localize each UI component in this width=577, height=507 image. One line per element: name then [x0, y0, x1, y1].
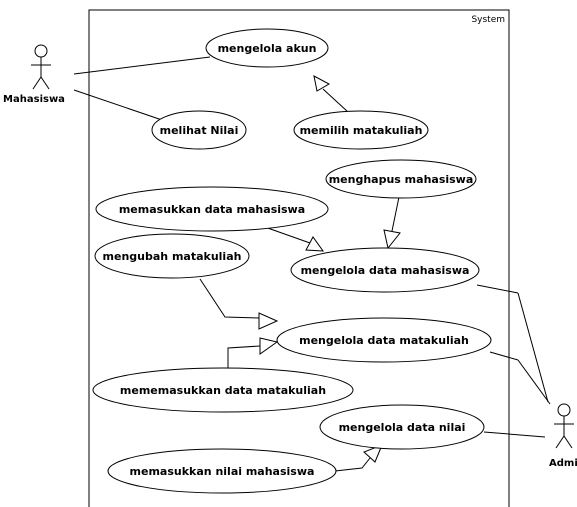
system-label: System [471, 15, 505, 25]
usecase-mengubah-matakuliah-label: mengubah matakuliah [103, 250, 242, 263]
assoc-admin-mengelola-data-nilai [483, 431, 546, 438]
usecase-memasukkan-nilai-mahasiswa-ellipse[interactable] [107, 448, 337, 494]
usecase-menghapus-mahasiswa[interactable]: menghapus mahasiswa [325, 159, 477, 199]
usecase-mengubah-matakuliah[interactable]: mengubah matakuliah [94, 233, 250, 279]
gen-mengubah-matakuliah-arrow [258, 312, 279, 330]
gen-memasukkan-nilai-mahasiswa-arrow [363, 444, 383, 463]
assoc-admin-mengelola-data-matakuliah [489, 351, 519, 361]
usecase-mememasukkan-data-matakuliah[interactable]: mememasukkan data matakuliah [92, 367, 354, 413]
usecase-mengelola-akun-ellipse[interactable] [205, 28, 329, 68]
usecase-mengelola-data-nilai-label: mengelola data nilai [339, 421, 466, 434]
usecase-mengelola-akun[interactable]: mengelola akun [205, 28, 329, 68]
usecase-mengubah-matakuliah-ellipse[interactable] [94, 233, 250, 279]
usecase-mengelola-data-nilai-ellipse[interactable] [319, 404, 485, 450]
usecase-memasukkan-data-mahasiswa[interactable]: memasukkan data mahasiswa [95, 186, 329, 232]
gen-memilih-matakuliah-arrow [313, 75, 331, 92]
system-boundary [88, 9, 510, 507]
usecase-mengelola-data-matakuliah[interactable]: mengelola data matakuliah [276, 317, 492, 363]
usecase-mengelola-data-nilai[interactable]: mengelola data nilai [319, 404, 485, 450]
assoc-admin-mengelola-data-matakuliah-2 [517, 359, 551, 405]
usecase-memilih-matakuliah-ellipse[interactable] [293, 110, 429, 150]
gen-memasukkan-data-mahasiswa-arrow [305, 236, 325, 252]
usecase-memilih-matakuliah[interactable]: memilih matakuliah [293, 110, 429, 150]
usecase-mengelola-data-matakuliah-label: mengelola data matakuliah [299, 334, 469, 347]
usecase-mengelola-data-mahasiswa-ellipse[interactable] [290, 247, 480, 293]
usecase-melihat-nilai-ellipse[interactable] [151, 110, 247, 150]
usecase-mengelola-data-mahasiswa[interactable]: mengelola data mahasiswa [290, 247, 480, 293]
usecase-mengelola-akun-label: mengelola akun [218, 42, 317, 55]
usecase-mengelola-data-mahasiswa-label: mengelola data mahasiswa [301, 264, 470, 277]
gen-memasukkan-data-mahasiswa [261, 225, 311, 244]
actor-mahasiswa-label: Mahasiswa [3, 94, 65, 105]
usecase-memasukkan-data-mahasiswa-label: memasukkan data mahasiswa [119, 203, 305, 216]
usecase-menghapus-mahasiswa-label: menghapus mahasiswa [329, 173, 474, 186]
usecase-memasukkan-data-mahasiswa-ellipse[interactable] [95, 186, 329, 232]
usecase-melihat-nilai-label: melihat Nilai [160, 124, 239, 137]
usecase-memasukkan-nilai-mahasiswa[interactable]: memasukkan nilai mahasiswa [107, 448, 337, 494]
gen-menghapus-mahasiswa-arrow [383, 229, 401, 250]
gen-menghapus-mahasiswa [391, 196, 400, 232]
assoc-mahasiswa-mengelola-akun [73, 56, 211, 75]
actor-admin[interactable]: Admin [549, 403, 577, 469]
assoc-admin-mengelola-data-mahasiswa-2 [517, 292, 549, 403]
gen-mememasukkan-data-matakuliah-arrow [259, 337, 279, 355]
gen-mememasukkan-data-matakuliah [227, 345, 261, 376]
actor-mahasiswa[interactable]: Mahasiswa [3, 44, 65, 105]
usecase-memilih-matakuliah-label: memilih matakuliah [300, 124, 423, 137]
assoc-mahasiswa-melihat-nilai [73, 89, 163, 121]
gen-mengubah-matakuliah [199, 278, 260, 319]
usecase-menghapus-mahasiswa-ellipse[interactable] [325, 159, 477, 199]
usecase-mengelola-data-matakuliah-ellipse[interactable] [276, 317, 492, 363]
usecase-melihat-nilai[interactable]: melihat Nilai [151, 110, 247, 150]
usecase-memasukkan-nilai-mahasiswa-label: memasukkan nilai mahasiswa [130, 465, 315, 478]
gen-memasukkan-nilai-mahasiswa [334, 457, 371, 472]
actor-admin-label: Admin [549, 458, 577, 469]
assoc-admin-mengelola-data-mahasiswa [476, 284, 519, 294]
gen-memilih-matakuliah [322, 88, 349, 113]
usecase-mememasukkan-data-matakuliah-label: mememasukkan data matakuliah [120, 384, 326, 397]
usecase-mememasukkan-data-matakuliah-ellipse[interactable] [92, 367, 354, 413]
